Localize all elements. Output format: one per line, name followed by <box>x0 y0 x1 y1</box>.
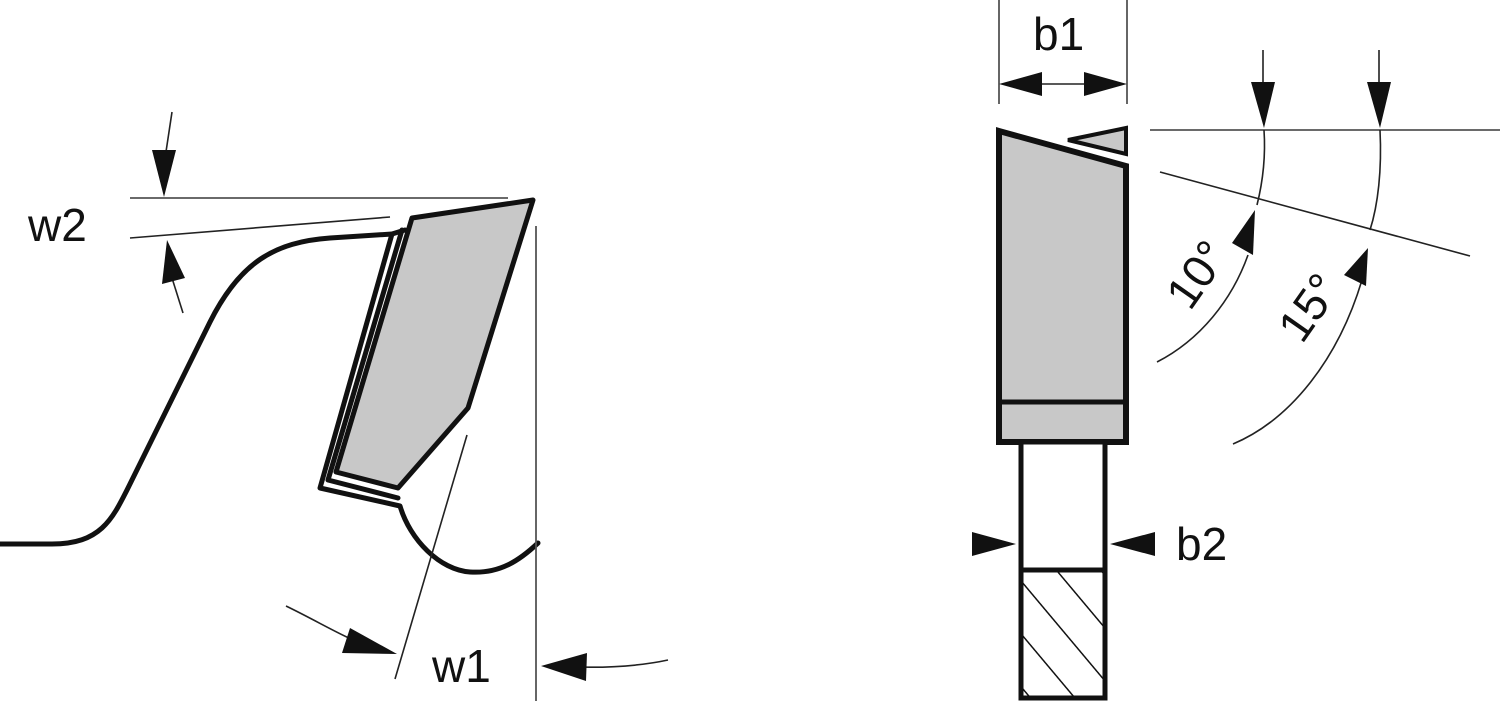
carbide-tip <box>333 197 536 491</box>
b1-arrow-right-icon <box>1084 72 1127 96</box>
tooth-front-face <box>996 127 1129 445</box>
tip-backing-line <box>325 227 405 501</box>
b2-arrow-left-icon <box>1110 532 1155 556</box>
angle-10-arrow-down-icon <box>1251 82 1275 128</box>
bevel-triangle <box>1067 125 1128 157</box>
w1-arrow-right-icon <box>541 653 587 681</box>
front-view: b1 b2 10° 15° <box>972 0 1500 701</box>
blade-section-hatched <box>1018 567 1108 701</box>
label-10-degrees: 10° <box>1156 231 1238 318</box>
angle-10-arrow-up-icon <box>1232 210 1255 255</box>
side-view: w2 w1 <box>0 111 669 701</box>
angle-15-arrow-down-icon <box>1367 82 1391 128</box>
blade-body-outline <box>0 231 541 575</box>
label-w2: w2 <box>27 199 87 251</box>
b1-arrow-left-icon <box>999 72 1042 96</box>
label-15-degrees: 15° <box>1268 264 1350 351</box>
w2-reference-slope <box>129 216 391 239</box>
bevel-reference-line <box>1159 171 1471 257</box>
rake-reference-line <box>394 434 468 680</box>
b2-arrow-right-icon <box>972 532 1016 556</box>
label-w1: w1 <box>431 640 491 692</box>
angle-15-arrow-up-icon <box>1344 248 1368 286</box>
w2-arrow-up-icon <box>162 240 185 284</box>
label-b2: b2 <box>1176 518 1227 570</box>
w1-arrow-left-icon <box>342 628 397 654</box>
w2-arrow-down-icon <box>152 150 176 197</box>
label-b1: b1 <box>1033 8 1084 60</box>
